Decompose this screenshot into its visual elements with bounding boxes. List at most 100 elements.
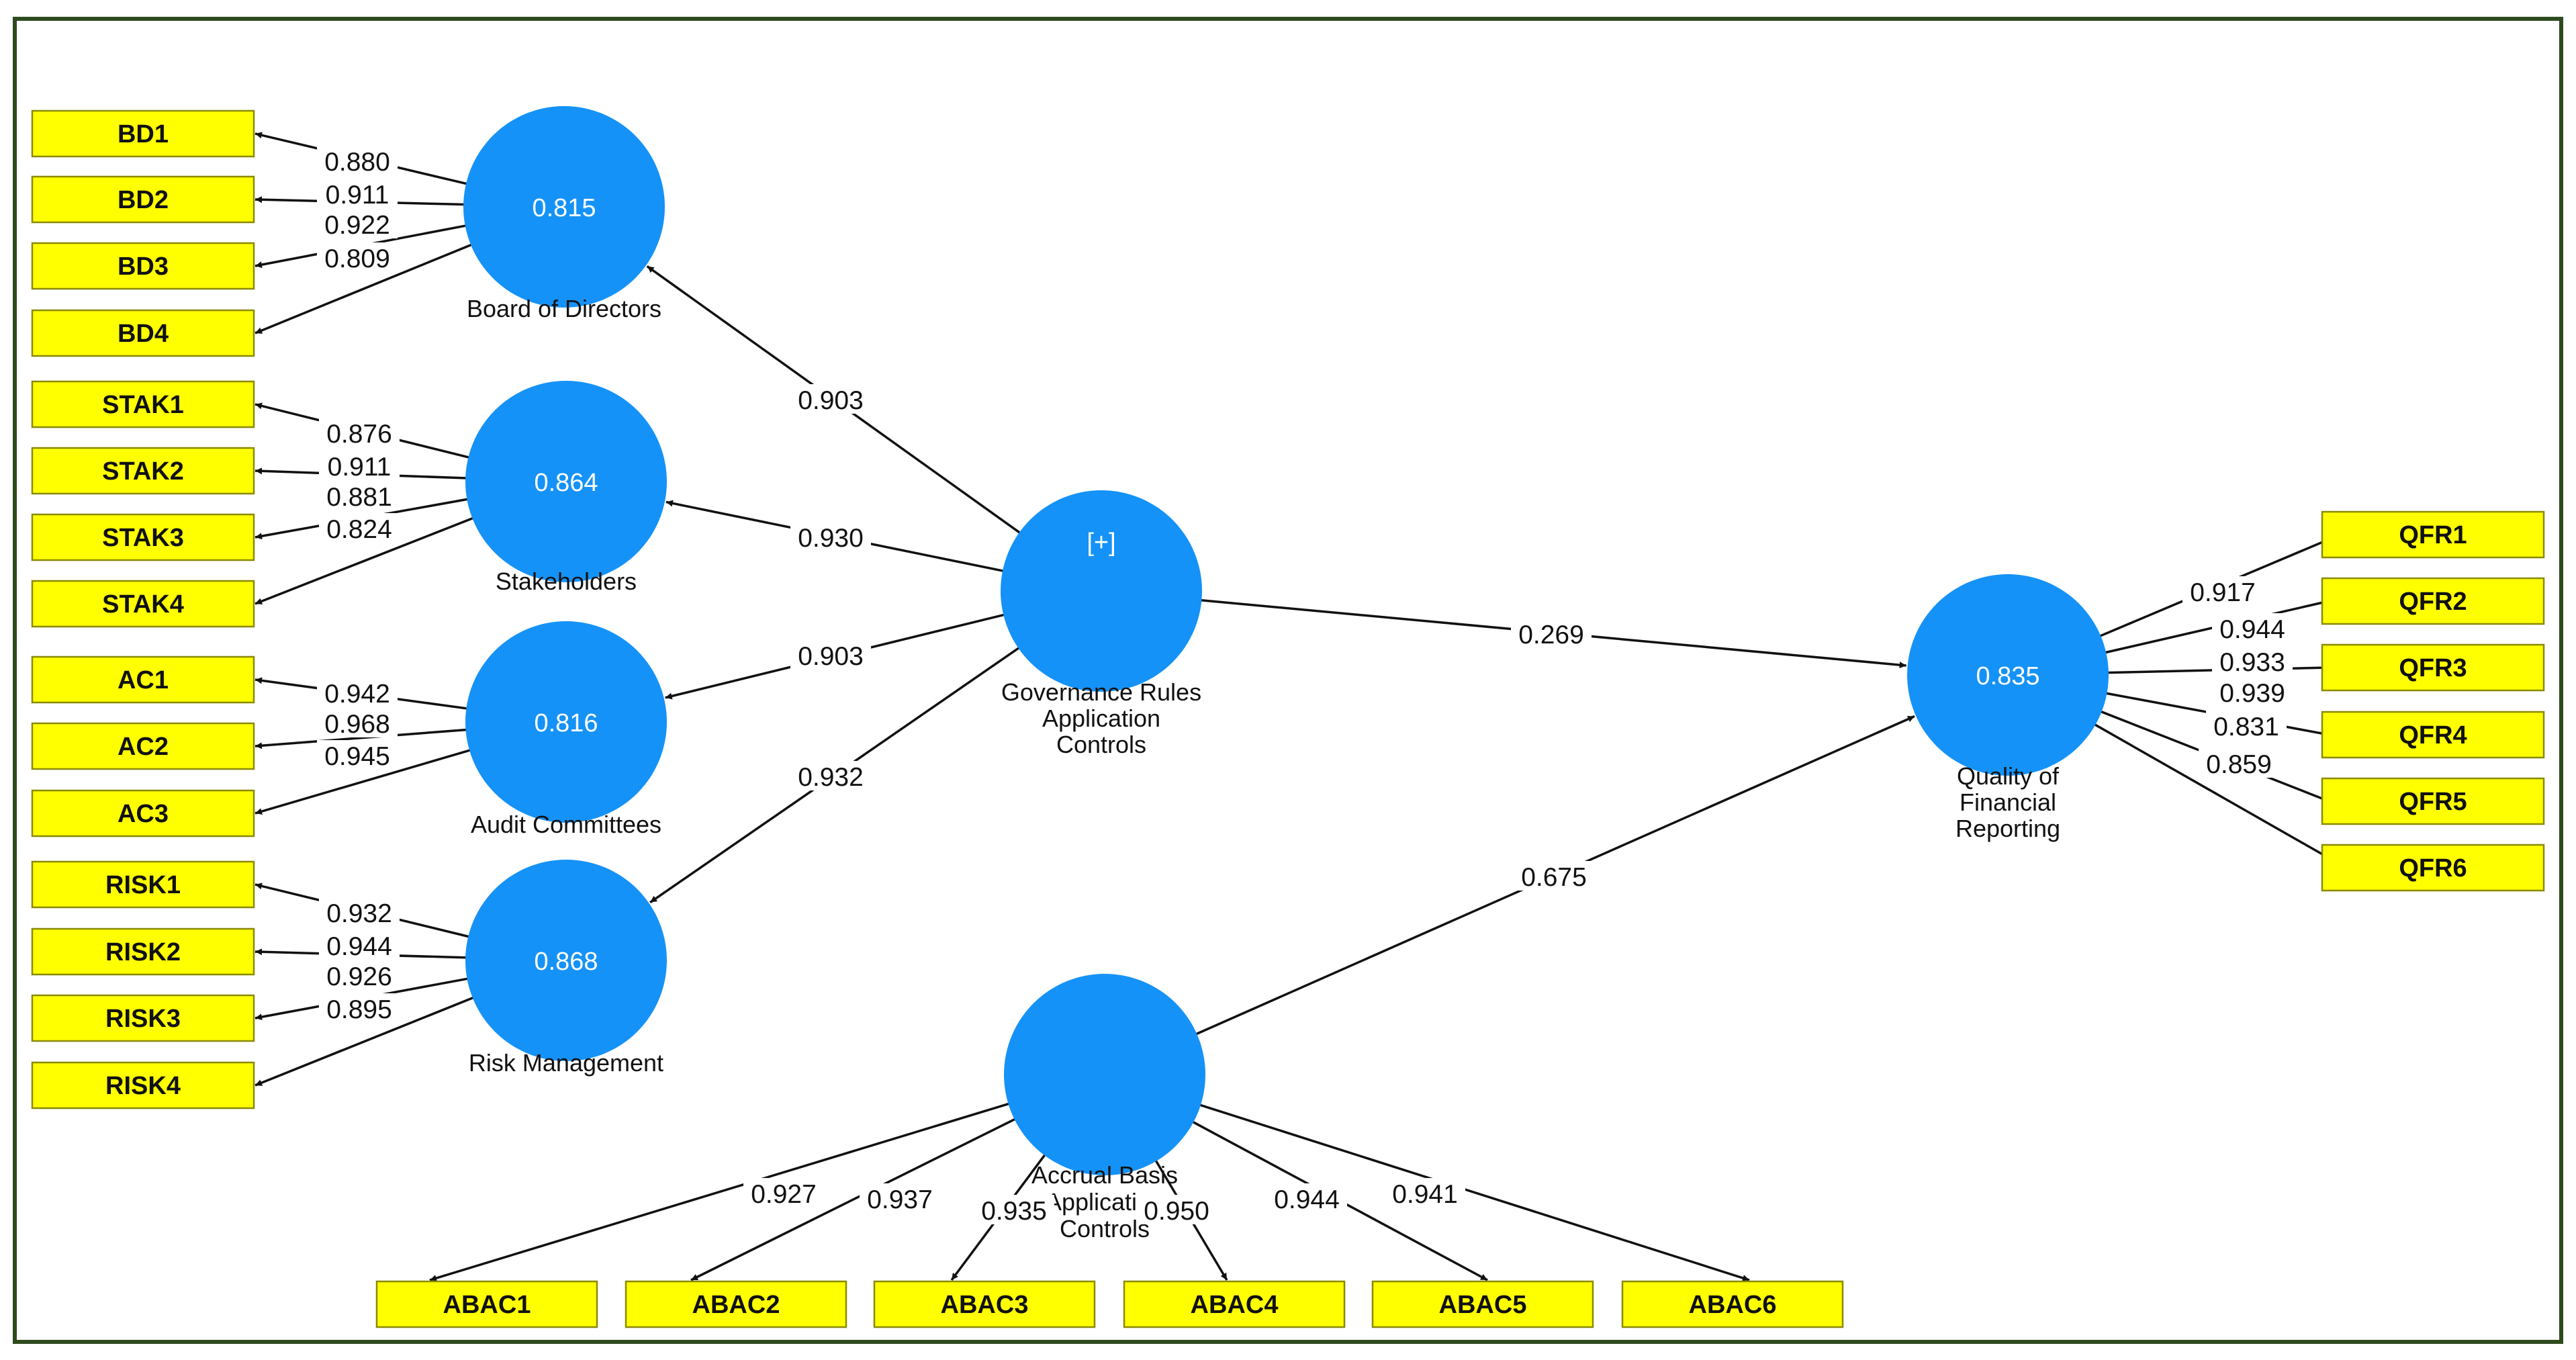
loading-value-ac3-bg — [317, 740, 398, 770]
indicator-bd3-box — [31, 242, 255, 290]
loading-value-qfr3: 0.933 — [2219, 648, 2285, 677]
indicator-abac6-box — [1621, 1280, 1844, 1328]
loading-value-abac5-bg — [1267, 1183, 1347, 1213]
loading-value-stak2-bg — [319, 451, 400, 480]
loading-value-qfr2: 0.944 — [2219, 615, 2285, 644]
indicator-qfr1-box — [2321, 510, 2545, 559]
construct-gov-name: Controls — [1056, 731, 1146, 758]
indicator-stak4-label: STAK4 — [102, 590, 184, 619]
loading-arrow-abac-6 — [1196, 1103, 1750, 1281]
loading-value-abac6-bg — [1385, 1178, 1465, 1208]
indicator-bd1-box — [31, 109, 255, 158]
indicator-bd1-label: BD1 — [118, 120, 169, 148]
loading-value-bd2-bg — [317, 179, 398, 208]
indicator-abac5-box — [1371, 1280, 1594, 1328]
indicator-qfr6-label: QFR6 — [2399, 854, 2467, 882]
loading-value-abac6: 0.941 — [1392, 1180, 1458, 1209]
construct-abac-name: Accrual Basis — [1031, 1161, 1178, 1189]
construct-abac-circle — [1004, 974, 1205, 1175]
loading-value-ac2-bg — [317, 708, 398, 737]
loading-value-risk2-bg — [319, 930, 400, 960]
indicator-abac4-label: ABAC4 — [1191, 1291, 1279, 1319]
indicator-qfr3-label: QFR3 — [2399, 654, 2467, 682]
loading-value-risk1-bg — [319, 897, 400, 927]
construct-board-name: Board of Directors — [467, 295, 661, 322]
construct-audit-name: Audit Committees — [471, 811, 661, 838]
loading-value-abac4: 0.950 — [1144, 1197, 1209, 1226]
labels-layer: 0.8800.9110.9220.8090.8760.9110.8810.824… — [317, 146, 2293, 1226]
indicator-bd3-label: BD3 — [118, 253, 169, 281]
construct-risk-circle — [465, 860, 667, 1061]
construct-qfr-name: Quality of — [1957, 762, 2060, 790]
indicator-abac5-label: ABAC5 — [1439, 1291, 1527, 1319]
loading-value-bd4: 0.809 — [324, 244, 390, 273]
indicator-risk1-box — [31, 860, 255, 909]
indicator-qfr4-label: QFR4 — [2399, 721, 2467, 750]
loading-value-risk2: 0.944 — [326, 932, 392, 961]
loading-arrow-board-4 — [255, 242, 474, 334]
loading-value-abac3: 0.935 — [981, 1197, 1047, 1226]
indicator-abac6-label: ABAC6 — [1689, 1291, 1777, 1319]
indicator-risk4-label: RISK4 — [105, 1072, 181, 1100]
path-gov-risk-value: 0.932 — [798, 763, 864, 792]
loading-value-abac2-bg — [860, 1183, 940, 1213]
loading-arrow-audit-3 — [255, 748, 473, 815]
loading-value-bd2: 0.911 — [326, 181, 389, 210]
indicator-risk4-box — [31, 1061, 255, 1109]
indicator-qfr3-box — [2321, 643, 2545, 692]
path-gov-qfr-value: 0.269 — [1518, 621, 1584, 649]
loading-arrow-abac-1 — [429, 1101, 1013, 1281]
path-gov-board-value: 0.903 — [798, 386, 864, 415]
loading-value-ac1-bg — [317, 678, 398, 707]
loading-value-abac1: 0.927 — [751, 1180, 817, 1209]
indicator-stak2-box — [31, 447, 255, 495]
loading-value-bd1: 0.880 — [324, 148, 390, 177]
path-abac-qfr-value: 0.675 — [1521, 863, 1587, 892]
loading-value-stak1: 0.876 — [326, 420, 392, 449]
path-gov-audit-value: 0.903 — [798, 642, 864, 671]
indicator-risk2-box — [31, 927, 255, 976]
construct-qfr-circle — [1907, 574, 2109, 776]
indicator-qfr1-label: QFR1 — [2399, 521, 2467, 549]
path-gov-risk-value-bg — [790, 761, 871, 790]
indicator-stak4-box — [31, 580, 255, 628]
loading-value-stak3: 0.881 — [326, 483, 392, 512]
loading-value-qfr1-bg — [2182, 576, 2263, 606]
loading-value-bd3-bg — [317, 209, 398, 238]
loading-value-ac1: 0.942 — [324, 680, 390, 709]
construct-gov-name: Application — [1042, 705, 1160, 732]
indicator-stak1-label: STAK1 — [102, 391, 184, 419]
indicator-stak3-box — [31, 513, 255, 561]
construct-audit-circle — [465, 621, 667, 823]
indicator-stak3-label: STAK3 — [102, 524, 184, 552]
path-gov-stake-value-bg — [790, 522, 871, 551]
indicator-risk3-box — [31, 994, 255, 1042]
loading-value-bd3: 0.922 — [324, 211, 390, 240]
path-gov-stake-value: 0.930 — [798, 524, 864, 553]
loading-value-bd4-bg — [317, 242, 398, 272]
loading-value-abac1-bg — [743, 1178, 824, 1208]
indicator-ac3-box — [31, 789, 255, 837]
indicator-ac3-label: AC3 — [118, 800, 169, 828]
indicator-abac1-box — [375, 1280, 598, 1328]
loading-value-stak1-bg — [319, 418, 400, 447]
construct-risk-value: 0.868 — [534, 948, 598, 976]
indicator-risk2-label: RISK2 — [105, 938, 181, 966]
indicator-abac1-label: ABAC1 — [443, 1291, 531, 1319]
indicator-ac1-label: AC1 — [118, 666, 169, 694]
indicator-abac2-box — [625, 1280, 847, 1328]
loading-arrow-risk-4 — [255, 995, 476, 1087]
indicator-abac4-box — [1123, 1280, 1346, 1328]
indicator-stak2-label: STAK2 — [102, 457, 184, 486]
construct-qfr-name: Financial — [1960, 788, 2056, 816]
loading-value-qfr6-bg — [2199, 748, 2279, 778]
indicator-ac1-box — [31, 655, 255, 704]
construct-risk-name: Risk Management — [469, 1049, 663, 1077]
loading-value-qfr4-bg — [2212, 677, 2293, 707]
loading-value-qfr1: 0.917 — [2190, 578, 2256, 607]
indicator-qfr5-label: QFR5 — [2399, 788, 2467, 816]
loading-value-abac5: 0.944 — [1274, 1185, 1340, 1214]
indicator-bd2-box — [31, 175, 255, 224]
indicator-risk3-label: RISK3 — [105, 1005, 181, 1033]
